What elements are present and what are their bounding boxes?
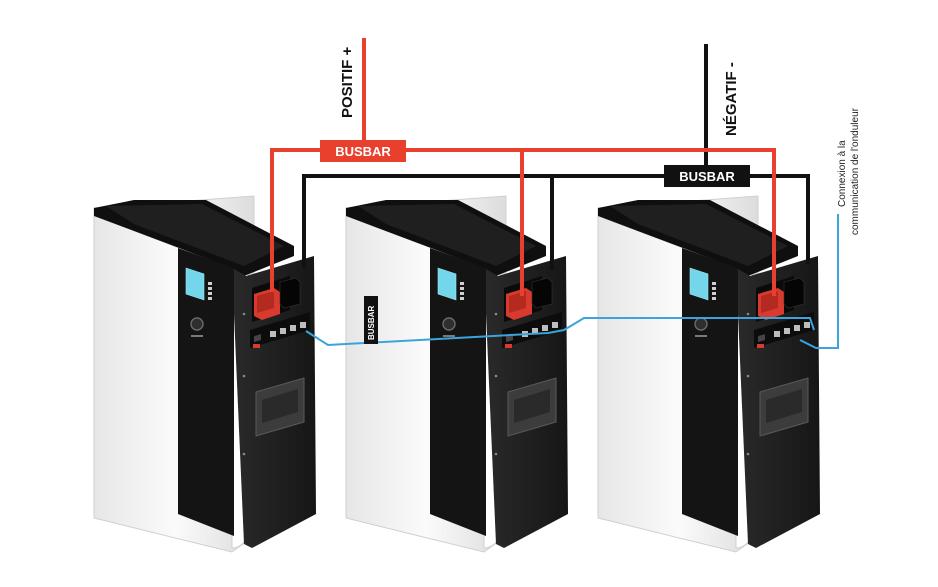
battery-1: [93, 195, 317, 553]
busbar-small-tag: BUSBAR: [364, 296, 378, 344]
comm-cable: [305, 317, 815, 347]
battery-2: [345, 195, 569, 553]
inverter-comm-cable: [799, 214, 839, 349]
inverter-comm-label-line1: Connexion à la: [837, 140, 848, 207]
negative-busbar-cables: [302, 44, 810, 270]
positive-busbar-cables: [270, 38, 776, 296]
busbar-negative-tag: BUSBAR: [664, 165, 750, 187]
busbar-positive-tag: BUSBAR: [320, 140, 406, 162]
battery-3: [597, 195, 821, 553]
busbar-small-label: BUSBAR: [367, 306, 376, 340]
busbar-positive-label: BUSBAR: [335, 144, 391, 159]
positive-label: POSITIF +: [339, 46, 356, 118]
inverter-comm-label-line2: communication de l'onduleur: [850, 107, 861, 235]
negative-label: NÉGATIF -: [723, 62, 740, 136]
busbar-negative-label: BUSBAR: [679, 169, 735, 184]
